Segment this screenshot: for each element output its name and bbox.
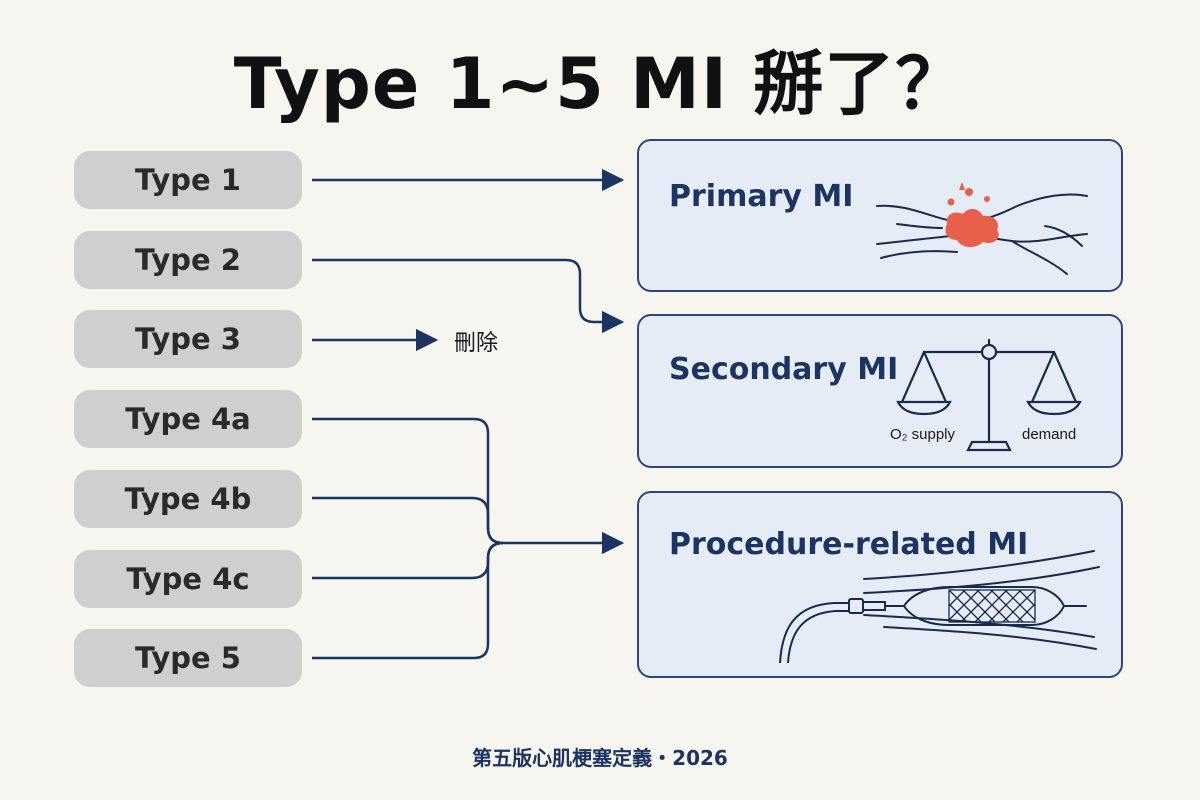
secondary-mi-box: Secondary MI O₂ supply demand — [637, 314, 1123, 468]
balance-scale-icon: O₂ supply demand — [890, 338, 1082, 452]
line-type4a — [312, 417, 504, 545]
page-title: Type 1~5 MI 掰了？ — [233, 43, 967, 125]
footer-caption: 第五版心肌梗塞定義・2026 — [472, 746, 728, 770]
blood-vessel-clot-icon — [876, 182, 1088, 275]
deleted-label: 刪除 — [454, 331, 499, 356]
secondary-mi-label: Secondary MI — [669, 352, 899, 387]
procedure-related-mi-label: Procedure-related MI — [669, 527, 1029, 562]
type-1-pill: Type 1 — [74, 151, 302, 209]
demand-label: demand — [1022, 426, 1076, 443]
type-4a-pill: Type 4a — [74, 390, 302, 448]
primary-mi-box: Primary MI — [637, 139, 1123, 292]
type-2-pill: Type 2 — [74, 231, 302, 289]
primary-mi-label: Primary MI — [669, 179, 854, 214]
line-type5 — [312, 541, 504, 660]
stent-catheter-icon — [779, 550, 1100, 663]
arrow-type2-secondary — [312, 258, 625, 334]
type-3-pill: Type 3 — [74, 310, 302, 368]
line-type4c — [312, 541, 504, 580]
clot-shape — [945, 208, 999, 248]
procedure-related-mi-box: Procedure-related MI — [637, 491, 1123, 678]
type-5-pill: Type 5 — [74, 629, 302, 687]
o2-supply-label: O₂ supply — [890, 426, 956, 443]
line-type4b — [312, 496, 504, 545]
type-4b-pill: Type 4b — [74, 470, 302, 528]
type-4c-pill: Type 4c — [74, 550, 302, 608]
